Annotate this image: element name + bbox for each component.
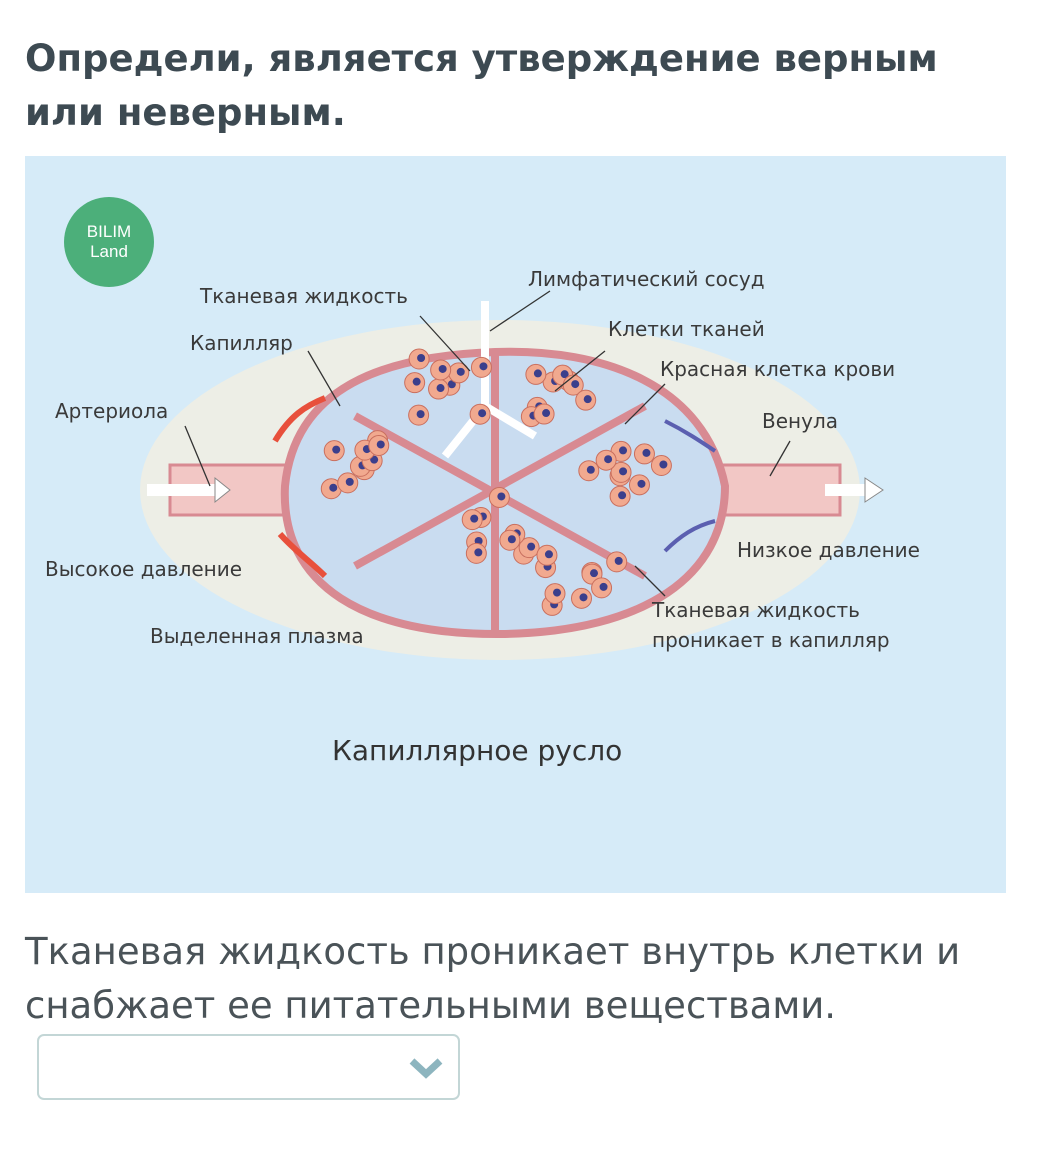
cell-nucleus — [579, 593, 588, 602]
logo-line1: BILIM — [86, 222, 132, 241]
outflow-arrowhead — [864, 477, 884, 503]
tissue-cells — [320, 348, 672, 616]
cell-nucleus — [436, 384, 445, 393]
low-pressure-arrow — [664, 419, 717, 453]
cell-nucleus — [478, 409, 487, 418]
cell-nucleus — [659, 460, 668, 469]
cell-nucleus — [479, 362, 488, 371]
cell-nucleus — [586, 465, 595, 474]
label-high-pressure: Высокое давление — [45, 557, 243, 581]
cell-nucleus — [332, 445, 341, 454]
inflow-arrowhead — [214, 476, 231, 504]
cell-nucleus — [497, 492, 506, 501]
figure-caption: Капиллярное русло — [332, 734, 623, 767]
question-title: Определи, является утверждение верным ил… — [25, 37, 938, 134]
cell-nucleus — [456, 367, 465, 376]
cell-nucleus — [604, 455, 613, 464]
label-fluid-enters-1: Тканевая жидкость — [652, 598, 860, 622]
low-pressure-arrow-2 — [663, 519, 716, 553]
cell-nucleus — [618, 491, 627, 500]
cell-nucleus — [474, 548, 483, 557]
cell-nucleus — [571, 380, 580, 389]
cell-nucleus — [412, 377, 421, 386]
cell-nucleus — [345, 477, 354, 486]
cell-nucleus — [533, 369, 542, 378]
label-tissue-cells: Клетки тканей — [608, 317, 765, 341]
cell-nucleus — [470, 514, 479, 523]
cell-nucleus — [614, 556, 623, 565]
cell-nucleus — [376, 440, 385, 449]
cell-nucleus — [599, 582, 608, 591]
cell-nucleus — [542, 409, 551, 418]
high-pressure-arrow — [272, 395, 327, 443]
capillary-bed-diagram: BILIM Land Тканевая жидкость Лимфатическ… — [25, 156, 1006, 893]
statement-text: Тканевая жидкость проникает внутрь клетк… — [25, 930, 961, 1027]
cell-nucleus — [619, 446, 628, 455]
high-pressure-arrow-2 — [277, 532, 328, 579]
cell-nucleus — [438, 364, 447, 373]
label-arteriole: Артериола — [55, 399, 169, 423]
bilimland-logo: BILIM Land — [64, 197, 154, 287]
cell-nucleus — [416, 410, 425, 419]
label-fluid-enters-2: проникает в капилляр — [652, 628, 890, 652]
cell-nucleus — [447, 380, 456, 389]
logo-line2: Land — [90, 242, 128, 261]
label-lymph-vessel: Лимфатический сосуд — [528, 267, 765, 291]
label-tissue-fluid: Тканевая жидкость — [200, 284, 408, 308]
cell-nucleus — [583, 395, 592, 404]
label-capillary: Капилляр — [190, 331, 293, 355]
label-venule: Венула — [762, 409, 838, 433]
true-false-select[interactable] — [37, 1034, 460, 1100]
cell-nucleus — [560, 370, 569, 379]
cell-nucleus — [642, 448, 651, 457]
cell-nucleus — [527, 542, 536, 551]
cell-nucleus — [417, 354, 426, 363]
chevron-down-icon — [409, 1058, 443, 1079]
label-red-blood-cell: Красная клетка крови — [660, 357, 896, 381]
cell-nucleus — [544, 550, 553, 559]
cell-nucleus — [553, 588, 562, 597]
cell-nucleus — [619, 467, 628, 476]
label-low-pressure: Низкое давление — [737, 538, 920, 562]
cell-nucleus — [589, 569, 598, 578]
leader-lines — [184, 290, 791, 597]
cell-nucleus — [507, 535, 516, 544]
diagram-drawing — [140, 290, 884, 660]
cell-nucleus — [637, 479, 646, 488]
label-released-plasma: Выделенная плазма — [150, 624, 364, 648]
cell-nucleus — [329, 483, 338, 492]
